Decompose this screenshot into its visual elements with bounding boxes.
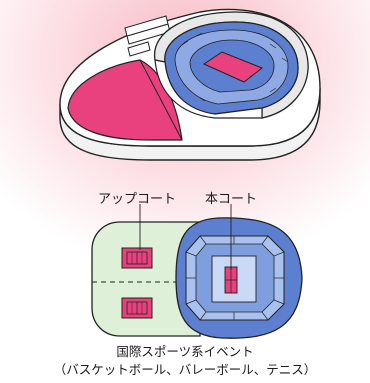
up-court-label: アップコート xyxy=(98,192,177,207)
plan-up-court-1 xyxy=(121,247,153,269)
main-court-label: 本コート xyxy=(205,192,258,207)
plan-up-court-2 xyxy=(121,297,153,319)
plan-seat-lines xyxy=(185,235,285,321)
model-court xyxy=(202,51,263,83)
venue-3d-model xyxy=(59,8,321,161)
model-cutaway-wall xyxy=(154,59,263,119)
caption-event-type: 国際スポーツ系イベント xyxy=(116,344,254,359)
plan-green-area xyxy=(91,221,201,337)
caption-sports-list: （バスケットボール、バレーボール、テニス） xyxy=(53,362,317,377)
model-seat-ticks xyxy=(181,32,289,102)
leader-lines xyxy=(139,204,232,270)
floor-plan xyxy=(91,204,303,339)
model-stands-stripes xyxy=(124,15,171,57)
